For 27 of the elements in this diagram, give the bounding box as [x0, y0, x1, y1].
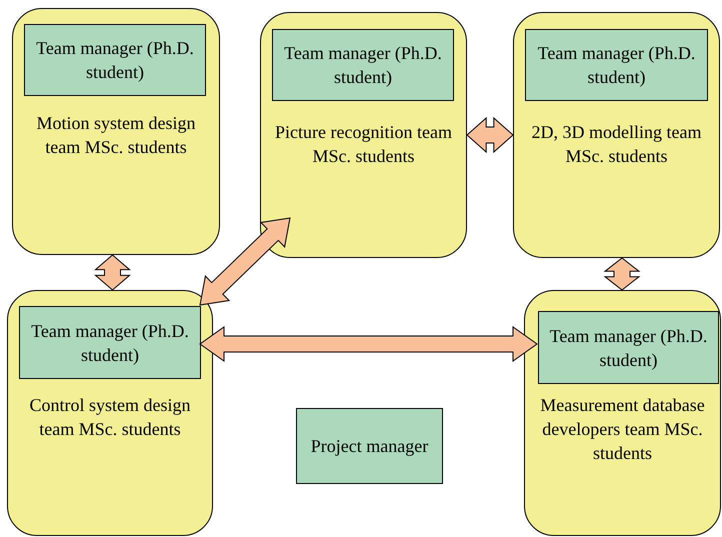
manager-label: Team manager (Ph.D. student) — [536, 42, 696, 89]
double-arrow — [199, 326, 538, 362]
manager-box — [296, 408, 443, 484]
double-arrow — [604, 257, 640, 291]
double-arrow — [199, 217, 291, 306]
team-description: 2D, 3D modelling team MSc. students — [530, 121, 702, 168]
team-description: Motion system design team MSc. students — [35, 112, 196, 159]
manager-box — [272, 29, 454, 101]
manager-box — [24, 24, 206, 96]
team-box — [524, 290, 721, 536]
manager-box — [19, 306, 201, 379]
manager-label: Team manager (Ph.D. student) — [283, 42, 443, 89]
manager-label: Project manager — [310, 435, 430, 458]
team-description: Control system design team MSc. students — [28, 394, 192, 441]
manager-box — [538, 311, 719, 384]
double-arrow — [94, 254, 131, 291]
team-box — [260, 12, 467, 258]
manager-label: Team manager (Ph.D. student) — [30, 320, 190, 366]
team-description: Measurement database developers team MSc. students — [539, 394, 706, 465]
team-box — [513, 12, 720, 258]
manager-box — [525, 29, 708, 101]
team-box — [12, 8, 220, 255]
manager-label: Team manager (Ph.D. student) — [35, 37, 195, 84]
team-description: Picture recognition team MSc. students — [274, 121, 453, 168]
team-box — [7, 290, 213, 536]
manager-label: Team manager (Ph.D. student) — [548, 324, 708, 372]
double-arrow — [466, 116, 514, 154]
